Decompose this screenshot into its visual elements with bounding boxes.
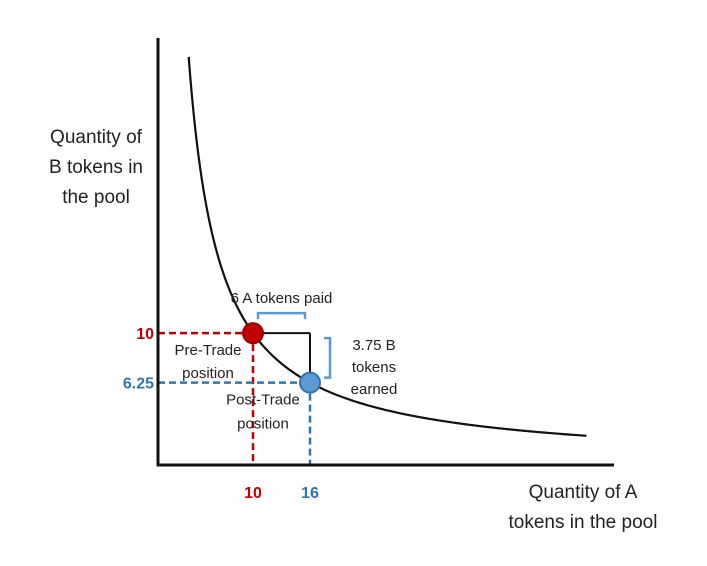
y-axis-label-line: Quantity of — [50, 127, 143, 148]
y-axis-label-line: B tokens in — [49, 157, 143, 178]
post-trade-label: Post-Trade position — [226, 392, 300, 433]
x-tick-label-pre: 10 — [244, 485, 262, 502]
guide-lines — [158, 331, 312, 465]
x-axis-label: Quantity of A tokens in the pool — [509, 482, 658, 533]
trade-path — [253, 332, 311, 383]
post-trade-label-line: position — [237, 416, 289, 433]
tokens-earned-label: 3.75 B tokens earned — [351, 337, 398, 398]
position-markers — [242, 322, 321, 394]
tokens-paid-label: 6 A tokens paid — [231, 290, 333, 307]
y-tick-label-pre: 10 — [136, 326, 154, 343]
tokens-earned-line: 3.75 B — [352, 337, 395, 354]
y-axis-label: Quantity of B tokens in the pool — [49, 127, 143, 208]
y-tick-label-post: 6.25 — [123, 376, 154, 393]
post-trade-label-line: Post-Trade — [226, 392, 300, 409]
x-tick-label-post: 16 — [301, 485, 319, 502]
x-axis-label-line: tokens in the pool — [509, 512, 658, 533]
bonding-curve — [187, 56, 587, 437]
pre-trade-label-line: position — [182, 365, 234, 382]
pre-trade-marker — [242, 322, 264, 345]
tokens-earned-bracket — [324, 336, 332, 379]
tokens-earned-line: earned — [351, 381, 398, 398]
pre-trade-label: Pre-Trade position — [175, 342, 242, 382]
y-axis-label-line: the pool — [62, 187, 130, 208]
tokens-earned-line: tokens — [352, 359, 396, 376]
post-trade-marker — [299, 371, 321, 394]
tokens-paid-bracket — [256, 311, 307, 320]
pre-trade-label-line: Pre-Trade — [175, 342, 242, 359]
x-axis-label-line: Quantity of A — [529, 482, 638, 503]
annotation-brackets — [256, 311, 332, 379]
